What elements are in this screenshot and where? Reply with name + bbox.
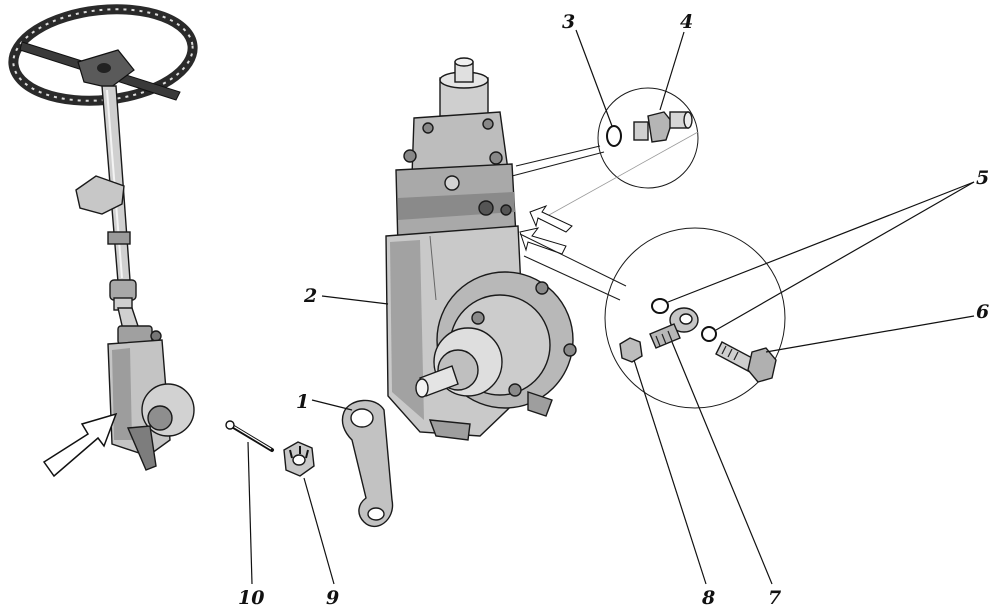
flange-bolt-1 [444,175,460,191]
connector-line-top-1 [515,145,601,167]
cotter-pin-10 [225,420,274,452]
callout-8: 8 [701,587,715,609]
pitman-arm-1 [341,399,394,528]
banjo-stem [649,323,681,349]
oil-port-2 [500,204,512,216]
mounting-lug [527,391,553,417]
valve-bolt-1 [422,122,434,134]
fitting-4 [633,111,693,143]
gear-housing-shade [112,348,132,440]
pitman-arm-body [341,399,394,528]
flow-arrow-icon [519,227,567,255]
cotter-pin-inner [232,425,272,450]
detail-view-top [511,87,699,221]
mounting-foot [428,419,471,441]
connector-line-right-2 [523,255,621,301]
leader-2 [321,295,389,305]
leader-9 [303,477,335,585]
leader-5b [715,181,975,331]
column-bracket [75,175,125,215]
leader-6 [765,315,975,353]
column-clamp [107,231,131,245]
steering-column-assembly [8,4,198,478]
power-steering-gear [385,57,577,441]
pointer-arrow-icon [42,412,118,478]
detail-circle-right [604,227,786,409]
leader-4 [659,31,685,111]
bolt-head [747,347,777,383]
gear-side-cover-hub [147,405,173,431]
leader-7 [671,341,773,585]
side-cover-bolt-4 [471,311,485,325]
seal-ring-3 [606,125,622,147]
leader-1 [311,399,353,411]
input-shaft-end [454,57,474,67]
leader-5a [667,181,975,303]
castle-nut-9 [283,441,315,477]
gear-housing-shade [390,240,424,420]
callout-3: 3 [562,11,575,33]
callout-4: 4 [680,11,693,33]
callout-10: 10 [238,587,264,609]
side-cover-bolt-2 [563,343,577,357]
pitman-arm-spline-hole [350,408,374,428]
flow-arrow-icon [529,204,573,233]
valve-bolt-3 [403,149,417,163]
callout-7: 7 [768,587,781,609]
sector-shaft-end [415,378,429,398]
fitting-hex [647,111,673,143]
nut-slots [289,446,309,459]
housing-edge [429,235,437,301]
callout-5: 5 [976,167,989,189]
banjo-bolt-6 [715,341,777,383]
valve-bolt-4 [489,151,503,165]
cardan-yoke [109,279,137,301]
fitting-body [633,121,649,141]
callout-labels: 1 2 3 4 5 6 7 8 9 10 [238,11,989,609]
connector-line-right-1 [519,233,627,287]
column-steering-gear [107,339,195,471]
fitting-end [683,111,693,129]
leader-lines [247,29,975,585]
oil-port-1 [478,200,494,216]
leader-10 [247,441,253,585]
banjo-fitting-7 [649,307,699,349]
connector-line-top-3 [539,131,699,221]
side-cover-bolt-1 [535,281,549,295]
universal-joint-upper [109,279,137,311]
cap-nut-8 [619,337,643,363]
valve-bolt-2 [482,118,494,130]
callout-2: 2 [303,285,317,307]
callout-6: 6 [976,301,989,323]
detail-view-right [519,227,786,409]
wheel-hub-cap [97,63,111,73]
gear-pitman-lever [126,425,157,471]
cotter-pin-head [225,420,235,430]
leader-8 [633,359,707,585]
bolt-thread [721,345,739,361]
callout-1: 1 [296,391,309,413]
side-cover-bolt-3 [508,383,522,397]
nut-hole [292,454,306,466]
universal-joint-lower [117,325,162,345]
banjo-eye-hole [679,313,693,325]
detail-circle-top [597,87,699,189]
seal-ring-5b [701,326,717,342]
wheel-rim-grip [12,8,194,102]
leader-3 [575,29,613,127]
callout-9: 9 [326,587,339,609]
seal-ring-5a [651,298,669,314]
pitman-arm-ball-eye [367,507,385,521]
banjo-thread [655,330,673,347]
connector-line-top-2 [511,151,605,177]
